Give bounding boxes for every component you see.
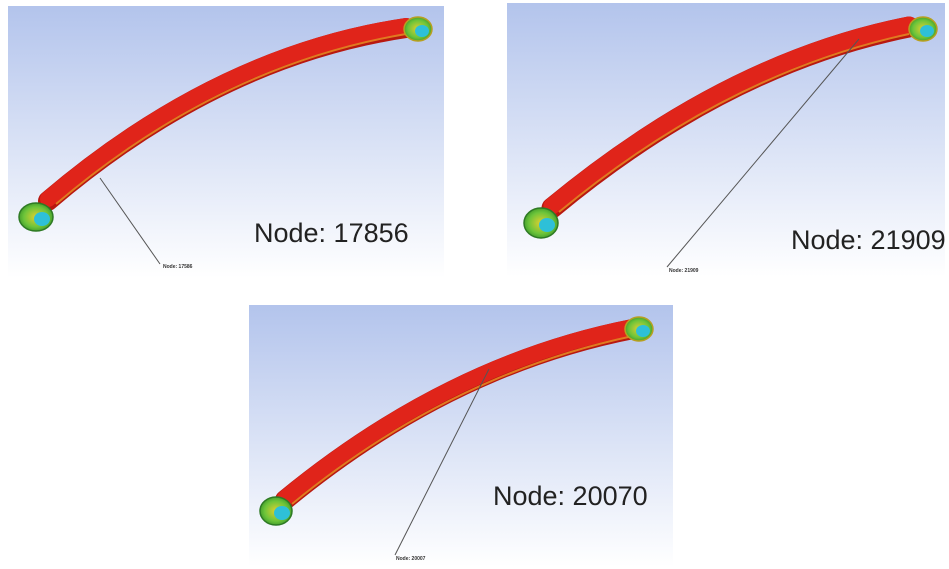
probe-label: Node: 17586 [163,264,193,270]
bushing-eye-icon [908,16,938,42]
leader-line [394,368,490,556]
bushing-eye-icon [403,16,433,42]
bushing-eye-icon [523,207,559,239]
leader-line [666,38,860,268]
probe-label: Node: 20007 [396,556,426,562]
beam-render [8,6,444,278]
bushing-eye-icon [259,496,293,526]
bushing-eye-icon [624,316,654,342]
leader-line [99,177,161,265]
beam-render [249,305,673,567]
beam-render [507,3,945,277]
node-title: Node: 20070 [493,481,648,511]
node-title: Node: 21909 [791,225,945,255]
result-panel-node-17856: Node: 17856 Node: 17586 [8,6,444,278]
bushing-eye-icon [18,202,54,232]
probe-label: Node: 21909 [669,268,699,274]
node-title: Node: 17856 [254,218,409,248]
result-panel-node-20070: Node: 20070 Node: 20007 [249,305,673,567]
result-panel-node-21909: Node: 21909 Node: 21909 [507,3,945,277]
